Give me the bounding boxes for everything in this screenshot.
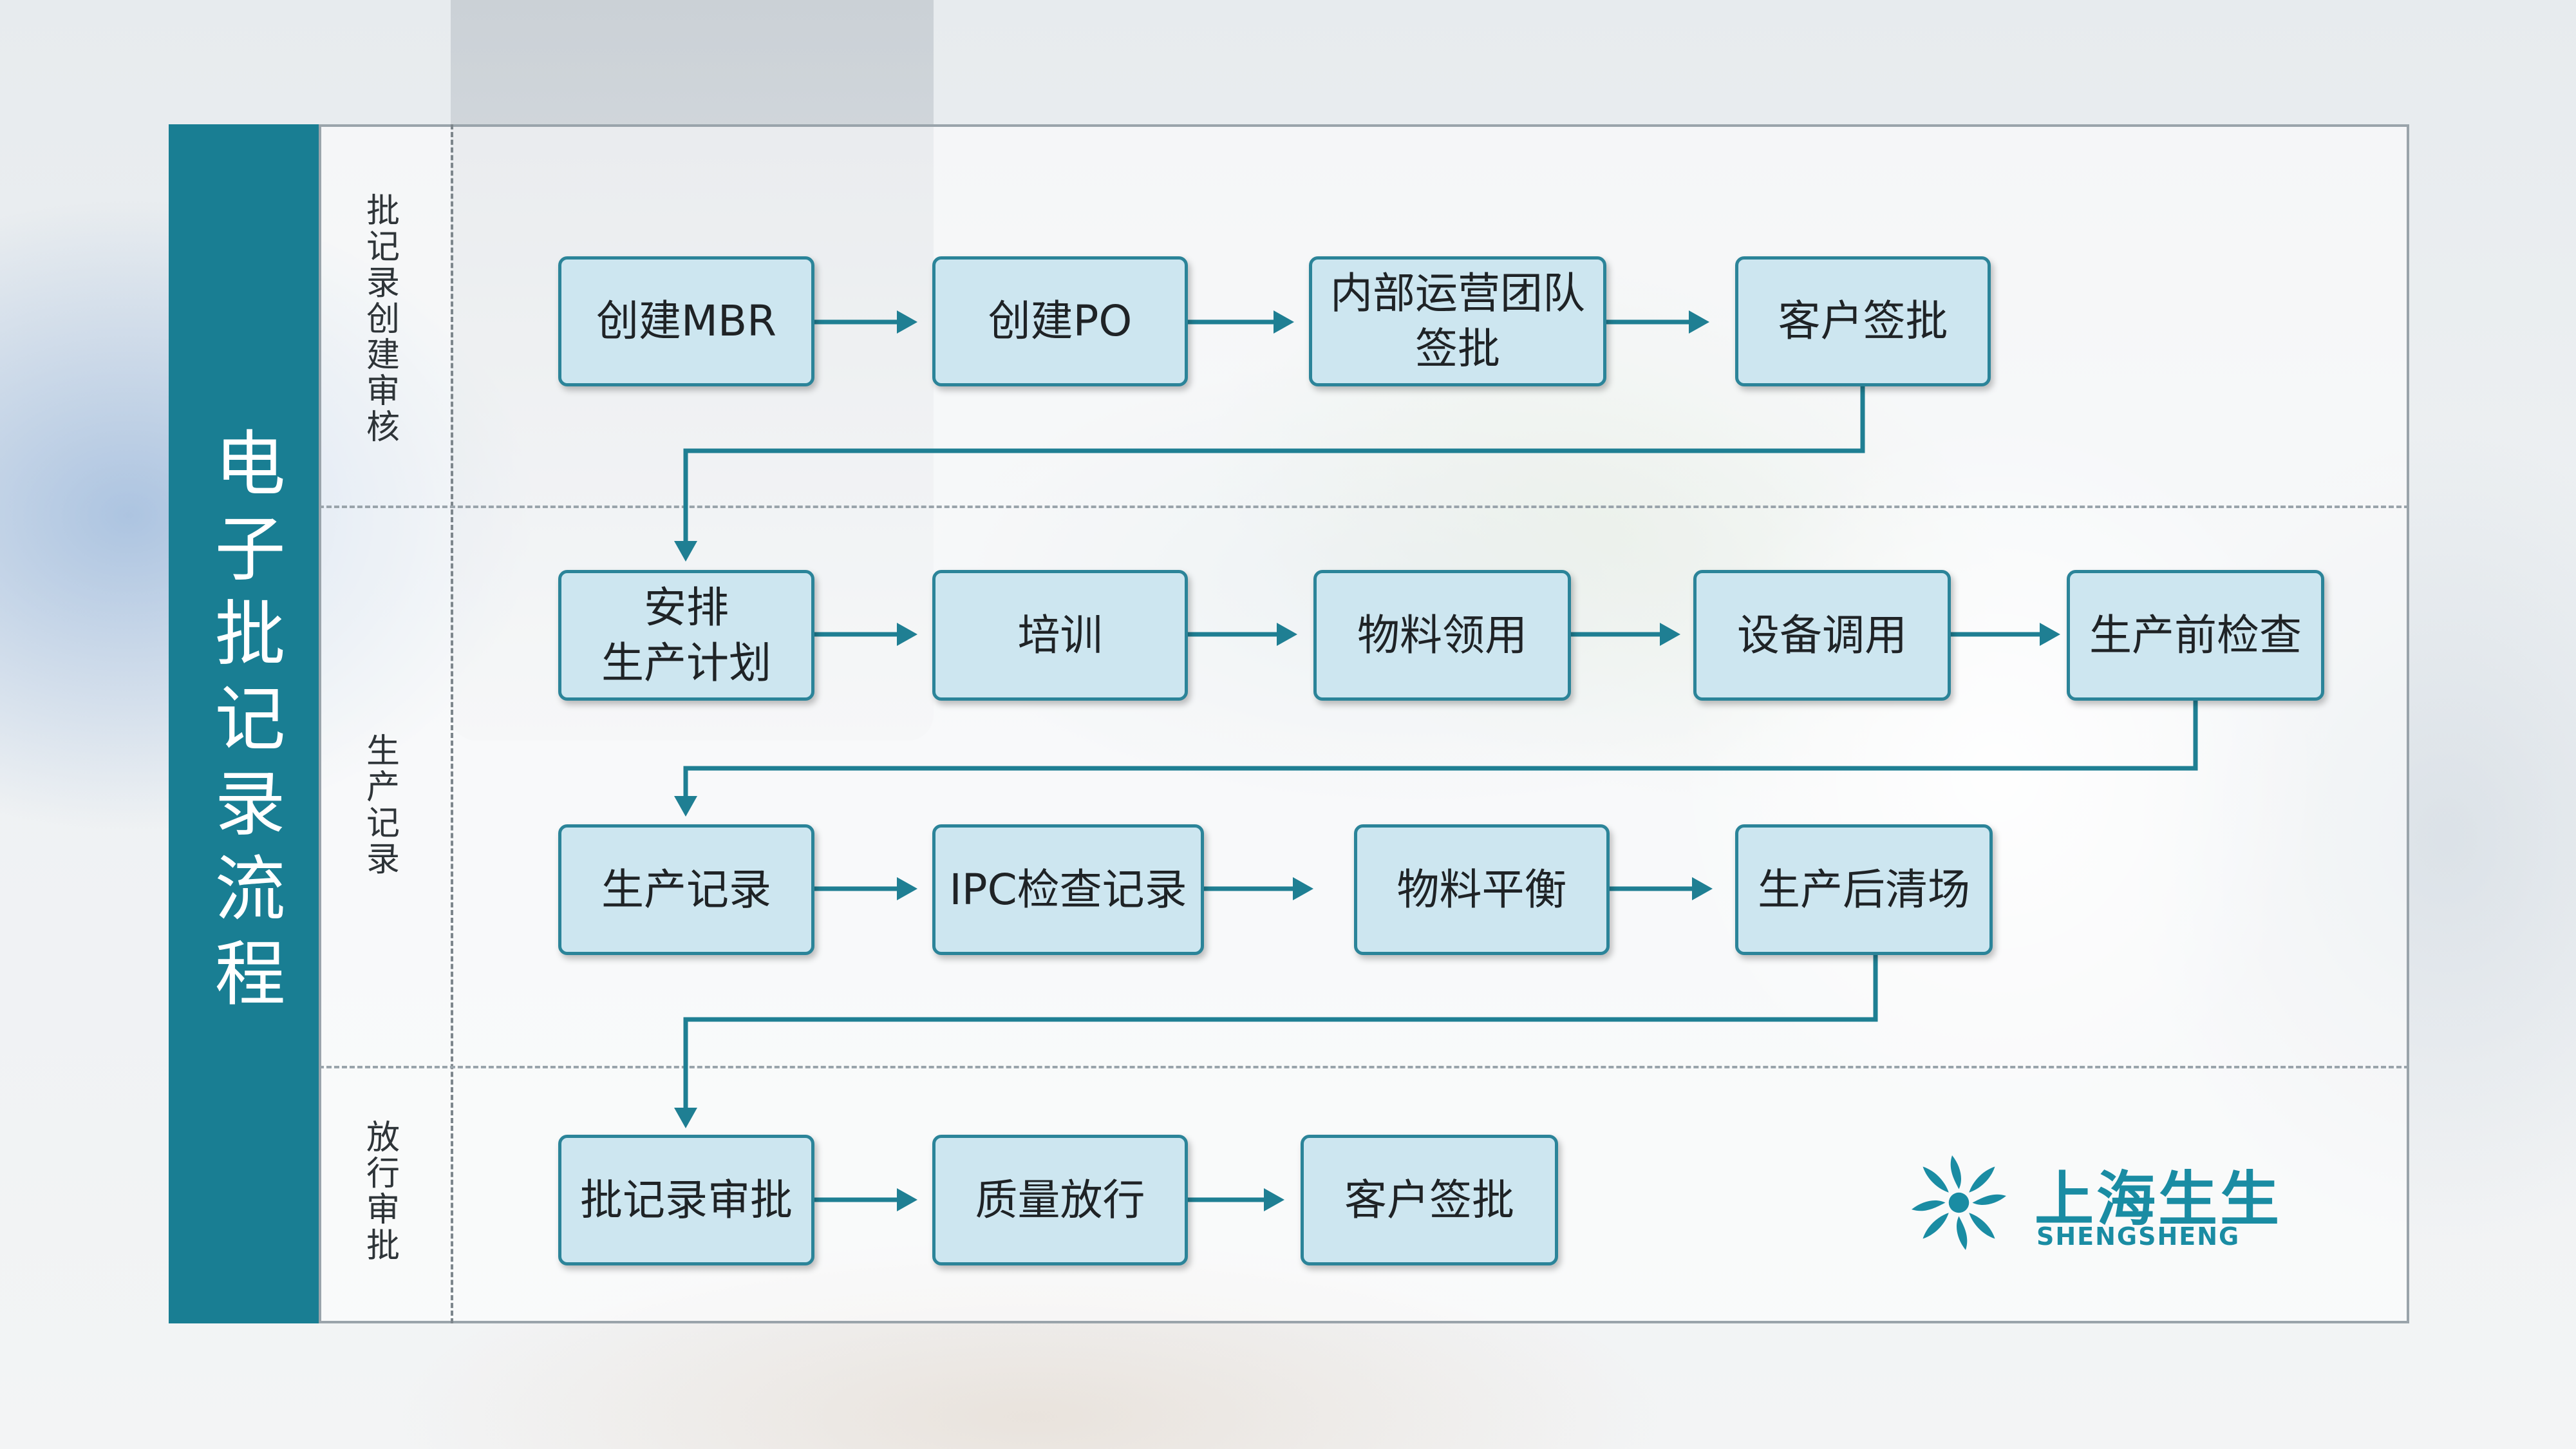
logo-subtitle: SHENGSHENG (2036, 1222, 2241, 1251)
step-batch-record-review: 批记录审批 (558, 1135, 814, 1265)
step-material-balance: 物料平衡 (1354, 824, 1610, 955)
lane-label-release: 放行审批 (360, 1119, 399, 1264)
connector-row2-row3 (683, 701, 2198, 797)
step-internal-signoff: 内部运营团队 签批 (1309, 256, 1606, 386)
step-ipc-check-record: IPC检查记录 (932, 824, 1204, 955)
lane-divider-1 (319, 506, 2409, 508)
lane-label-production: 生产记录 (360, 733, 399, 877)
diagram-title: 电子批记录流程 (202, 426, 285, 1021)
step-post-production-clearance: 生产后清场 (1735, 824, 1993, 955)
step-training: 培训 (932, 570, 1188, 701)
step-create-po: 创建PO (932, 256, 1188, 386)
connector-row3-row4 (683, 955, 1878, 1109)
logo-name: 上海生生 (2035, 1165, 2282, 1234)
lane-label-creation: 批记录创建审核 (360, 193, 399, 445)
step-pre-production-check: 生产前检查 (2067, 570, 2324, 701)
lane-divider-2 (319, 1066, 2409, 1068)
step-client-signoff-2: 客户签批 (1301, 1135, 1558, 1265)
lane-divider-vertical (451, 124, 453, 1323)
step-production-record: 生产记录 (558, 824, 814, 955)
company-logo: 上海生生 SHENGSHENG (1903, 1146, 2279, 1262)
step-quality-release: 质量放行 (932, 1135, 1188, 1265)
step-schedule-production: 安排 生产计划 (558, 570, 814, 701)
diagram-title-container: 电子批记录流程 (169, 124, 319, 1323)
shengsheng-logo-mark-icon (1912, 1155, 2006, 1250)
step-create-mbr: 创建MBR (558, 256, 814, 386)
step-material-issue: 物料领用 (1313, 570, 1571, 701)
title-band (169, 124, 319, 1323)
step-client-signoff-1: 客户签批 (1735, 256, 1991, 386)
step-equipment-dispatch: 设备调用 (1693, 570, 1951, 701)
connector-row1-row2 (683, 386, 1865, 542)
